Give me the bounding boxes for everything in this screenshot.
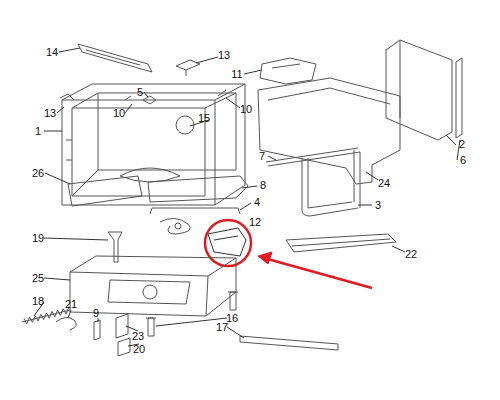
callout-number: 13	[43, 108, 57, 119]
callout-number: 3	[374, 200, 382, 211]
front-cover	[68, 176, 142, 206]
bottom-cover	[148, 176, 248, 202]
callout-number: 2	[458, 139, 466, 150]
gasket-strip	[266, 148, 360, 166]
callout-number: 8	[259, 180, 267, 191]
callout-number: 17	[215, 322, 229, 333]
callout-number: 25	[31, 273, 45, 284]
callout-number: 1	[34, 126, 42, 137]
callout-number: 14	[45, 47, 59, 58]
bracket	[108, 232, 122, 262]
side-panel	[258, 78, 400, 184]
part-12	[208, 228, 246, 256]
top-strip	[78, 44, 152, 72]
rail	[240, 336, 338, 350]
panel-strip	[456, 58, 462, 138]
door-gasket	[302, 150, 360, 216]
vent-bracket	[260, 58, 316, 84]
callout-number: 9	[92, 308, 100, 319]
callout-number: 20	[132, 344, 146, 355]
spring	[22, 310, 70, 322]
callout-number: 6	[459, 155, 467, 166]
callout-number: 12	[248, 217, 262, 228]
highlight-arrow	[264, 258, 372, 288]
callout-number: 10	[112, 108, 126, 119]
callout-number: 24	[377, 178, 391, 189]
link	[56, 317, 76, 330]
panel-ridge	[268, 88, 390, 104]
hinge	[116, 314, 130, 356]
door-strip	[286, 234, 396, 252]
callout-number: 13	[217, 50, 231, 61]
callout-number: 5	[136, 87, 144, 98]
rear-panel	[386, 40, 452, 140]
tub	[60, 84, 245, 205]
callout-number: 23	[131, 331, 145, 342]
callout-number: 21	[64, 299, 78, 310]
leveling-leg	[146, 292, 238, 336]
spring-coil	[24, 307, 69, 324]
callout-number: 26	[31, 168, 45, 179]
connector	[175, 223, 181, 229]
callout-number: 15	[197, 113, 211, 124]
callout-number: 22	[404, 249, 418, 260]
leader-lines	[34, 48, 460, 346]
callout-number: 11	[230, 69, 243, 80]
callout-number: 7	[258, 151, 266, 162]
arrow-head	[258, 252, 272, 264]
callout-number: 10	[239, 104, 253, 115]
highlight-circle	[205, 220, 251, 266]
callout-number: 4	[253, 197, 261, 208]
pin	[94, 320, 100, 340]
callout-number: 18	[31, 296, 45, 307]
callout-number: 19	[31, 233, 45, 244]
